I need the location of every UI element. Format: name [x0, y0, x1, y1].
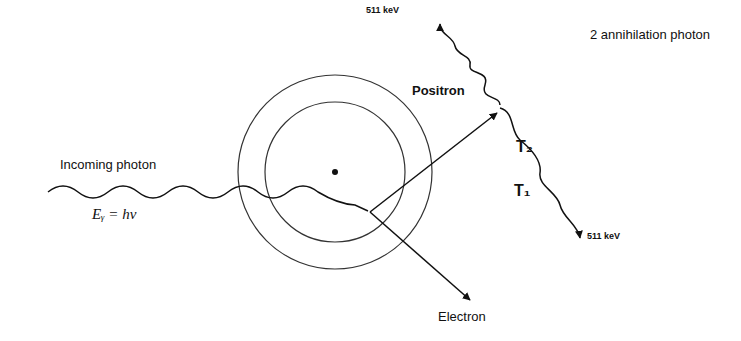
kinetic-energy-label: T₁: [514, 182, 530, 200]
outer-shell: [238, 75, 432, 269]
photon-label: Incoming photon: [60, 158, 156, 172]
energy-label: 511 keV: [366, 6, 399, 16]
particle-label: Positron: [412, 84, 465, 98]
energy-label: 511 keV: [587, 232, 620, 242]
positron-arrow: [370, 113, 497, 212]
nucleus: [332, 169, 338, 175]
kinetic-energy-label: T₂: [516, 138, 533, 156]
annihilation-photon-wave: [500, 108, 580, 238]
inner-shell: [265, 102, 405, 242]
annihilation-label: 2 annihilation photon: [590, 28, 710, 42]
energy-formula: Eᵧ = hν: [92, 206, 136, 223]
particle-label: Electron: [438, 310, 486, 324]
electron-arrow: [370, 212, 470, 300]
